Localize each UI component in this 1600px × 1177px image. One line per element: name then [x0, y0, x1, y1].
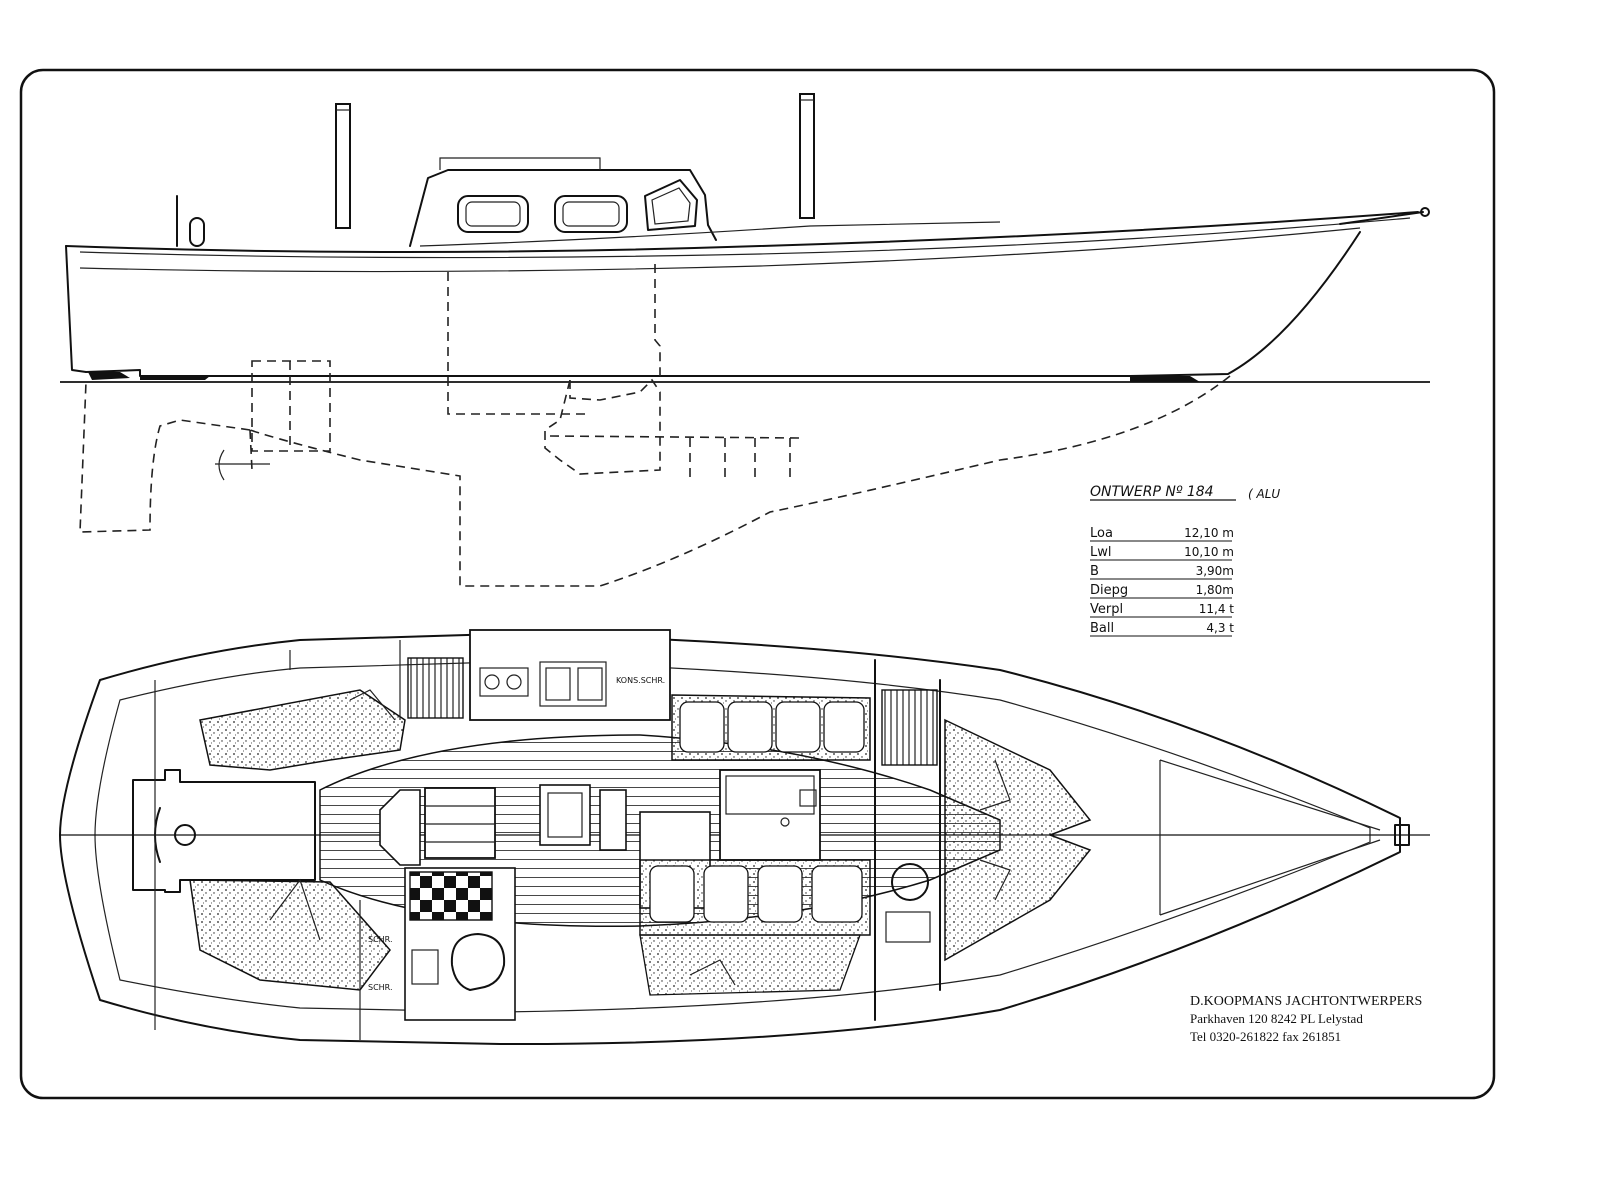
companionway — [424, 787, 496, 859]
spec-row-loa-label: Loa — [1090, 526, 1113, 541]
transom — [65, 245, 87, 373]
saloon-table — [719, 769, 821, 861]
aft-berth-port — [199, 689, 406, 771]
spec-row-ball-value: 4,3 t — [1206, 621, 1234, 635]
accommodation-plan: KONS.SCHR. SCHR. SCHR. — [59, 629, 1430, 1046]
window-mid — [554, 195, 628, 233]
spec-title: ONTWERP Nº 184 — [1090, 484, 1214, 500]
window-aft — [457, 195, 529, 233]
toilet — [450, 933, 506, 991]
main-mast — [799, 93, 815, 219]
spec-note: ( ALU — [1248, 487, 1280, 501]
v-berth — [944, 718, 1092, 962]
spec-row-loa-value: 12,10 m — [1184, 526, 1234, 540]
spec-row-diepg-label: Diepg — [1090, 583, 1128, 598]
keel-and-hull-underwater — [249, 375, 1231, 587]
hull-topsides — [85, 231, 1361, 377]
cockpit — [132, 769, 316, 893]
side-elevation — [60, 93, 1430, 587]
spec-row-verpl-value: 11,4 t — [1199, 602, 1235, 616]
spec-row-lwl-value: 10,10 m — [1184, 545, 1234, 559]
rudder — [79, 381, 251, 533]
spec-row-b-value: 3,90m — [1196, 564, 1234, 578]
galley-note: KONS.SCHR. — [616, 676, 665, 685]
spec-row-diepg-value: 1,80m — [1196, 583, 1234, 597]
spec-row-ball-label: Ball — [1090, 621, 1114, 636]
deckhouse — [409, 169, 717, 247]
spec-row-lwl-label: Lwl — [1090, 545, 1112, 560]
settee-port — [671, 694, 871, 761]
spec-row-b-label: B — [1090, 564, 1099, 579]
hull-outline — [59, 633, 1401, 1046]
aft-mast — [335, 103, 351, 229]
fwd-heads-toilet — [891, 863, 929, 901]
locker-label-left: SCHR. — [368, 935, 393, 944]
engine-outline — [544, 378, 661, 475]
spec-row-verpl-label: Verpl — [1090, 602, 1123, 617]
designer-address: Parkhaven 120 8242 PL Lelystad — [1190, 1011, 1363, 1026]
locker-label-bottom: SCHR. — [368, 983, 393, 992]
sheer-line — [65, 211, 1419, 253]
sheet-border — [19, 68, 1496, 1100]
window-fwd — [644, 179, 698, 231]
designer-phone: Tel 0320-261822 fax 261851 — [1190, 1029, 1341, 1044]
wheel-pedestal — [174, 824, 196, 846]
settee-stbd — [639, 859, 871, 996]
designer-stamp: D.KOOPMANS JACHTONTWERPERS Parkhaven 120… — [1190, 994, 1422, 1044]
designer-name: D.KOOPMANS JACHTONTWERPERS — [1190, 994, 1422, 1009]
spec-block: ONTWERP Nº 184 ( ALU Loa 12,10 m Lwl 10,… — [1090, 484, 1280, 637]
